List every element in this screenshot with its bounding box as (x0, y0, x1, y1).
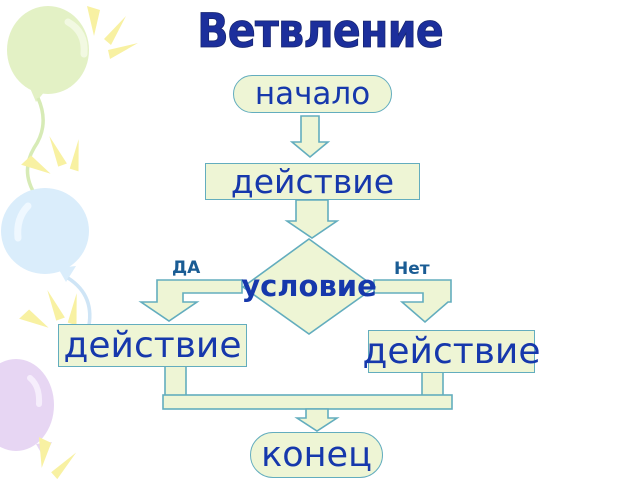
flowchart-node-action-yes: действие (58, 324, 247, 367)
arrow-branch-no-icon (373, 279, 452, 324)
flowchart-node-action-top: действие (205, 162, 420, 201)
connector-right-icon (421, 371, 444, 398)
balloon-blue-icon (1, 188, 92, 331)
node-action-no-label: действие (362, 331, 541, 372)
arrow-start-to-action-icon (289, 115, 331, 159)
flowchart-node-end: конец (250, 432, 383, 478)
node-start-label: начало (254, 76, 371, 112)
arrow-branch-yes-icon (138, 279, 243, 322)
flowchart-node-start: начало (233, 75, 392, 113)
branch-label-no: Нет (394, 259, 430, 279)
node-end-label: конец (261, 435, 372, 475)
flowchart-node-action-no: действие (363, 330, 540, 373)
node-action-yes-label: действие (63, 325, 242, 366)
slide-title: Ветвление (197, 4, 444, 60)
flowchart-node-condition-label: условие (241, 269, 377, 303)
merge-bar-icon (162, 394, 453, 410)
node-action-top-label: действие (230, 162, 395, 201)
branch-label-yes: ДА (172, 258, 201, 278)
arrow-action-to-condition-icon (284, 199, 340, 239)
connector-left-icon (164, 365, 187, 398)
arrow-to-end-icon (294, 408, 340, 432)
condition-diamond-shape (241, 238, 377, 335)
